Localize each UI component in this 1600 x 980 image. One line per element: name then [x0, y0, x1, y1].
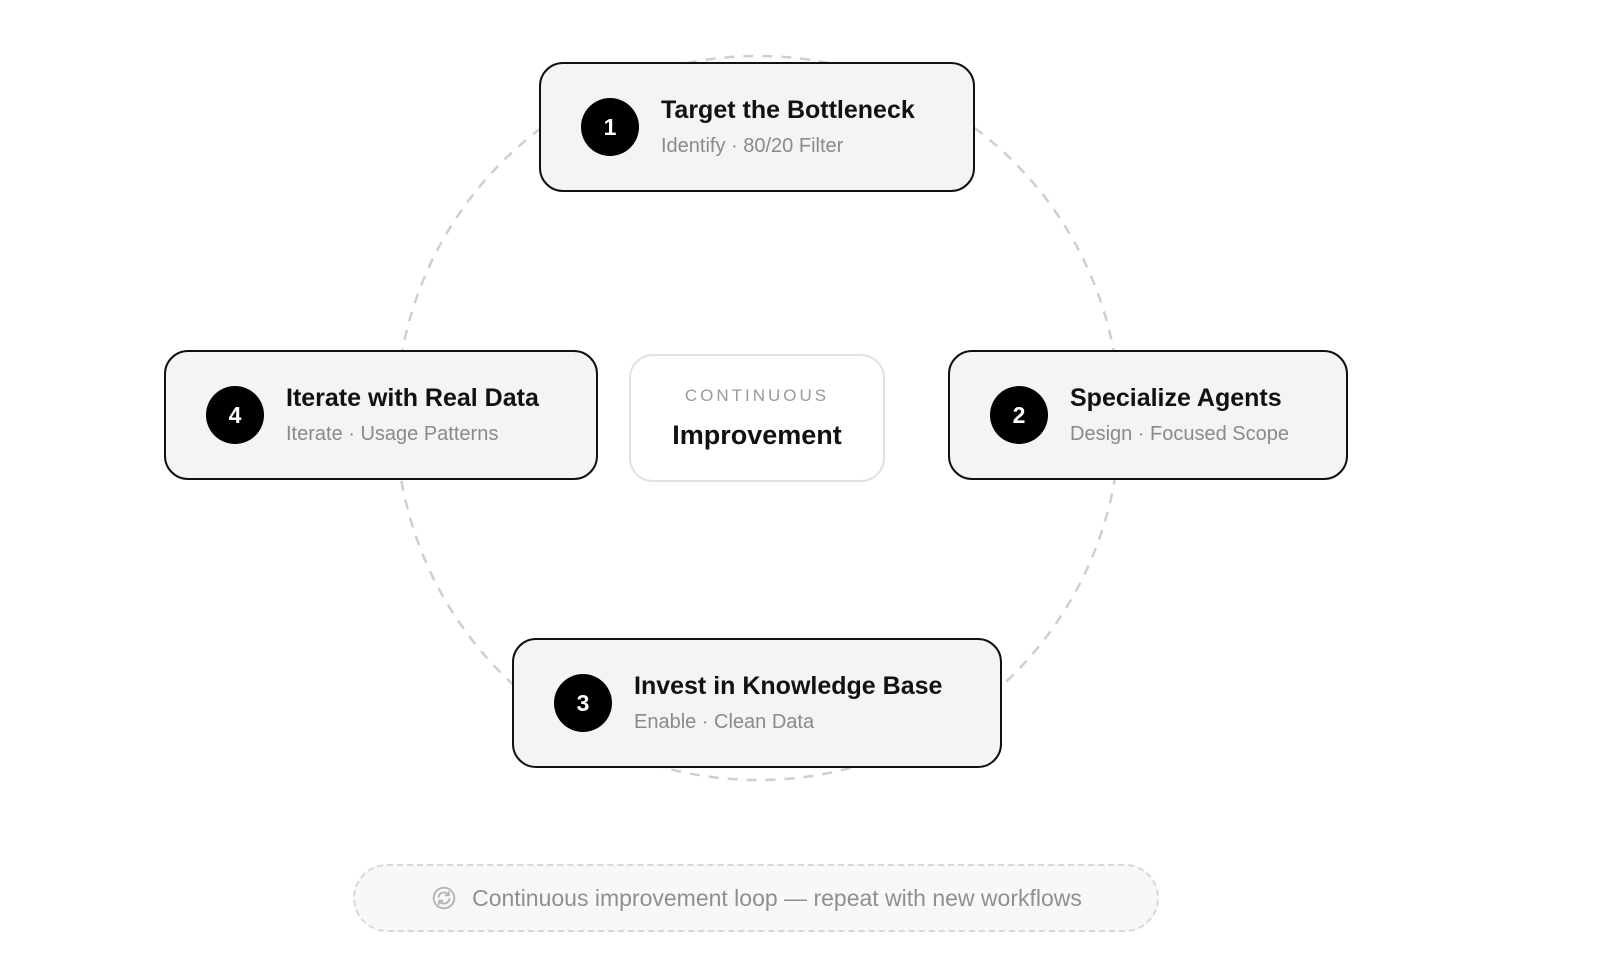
- step-number-badge: 2: [990, 386, 1048, 444]
- step-title: Iterate with Real Data: [286, 384, 539, 412]
- step-title: Target the Bottleneck: [661, 96, 915, 124]
- hub-kicker: CONTINUOUS: [684, 386, 830, 405]
- step-subtitle: Identify · 80/20 Filter: [661, 135, 844, 157]
- step-card-2: 2 Specialize Agents Design · Focused Sco…: [948, 350, 1348, 480]
- center-hub: CONTINUOUS Improvement: [629, 354, 885, 482]
- step-number-badge: 1: [581, 98, 639, 156]
- loop-note: Continuous improvement loop — repeat wit…: [353, 864, 1159, 932]
- refresh-icon: [430, 884, 458, 912]
- step-number-badge: 4: [206, 386, 264, 444]
- step-number-badge: 3: [554, 674, 612, 732]
- step-title: Specialize Agents: [1070, 384, 1282, 412]
- loop-note-text: Continuous improvement loop — repeat wit…: [472, 884, 1082, 911]
- step-subtitle: Iterate · Usage Patterns: [286, 423, 499, 445]
- step-card-4: 4 Iterate with Real Data Iterate · Usage…: [164, 350, 598, 480]
- step-card-1: 1 Target the Bottleneck Identify · 80/20…: [539, 62, 975, 192]
- hub-title: Improvement: [672, 420, 842, 450]
- step-title: Invest in Knowledge Base: [634, 672, 943, 700]
- step-card-3: 3 Invest in Knowledge Base Enable · Clea…: [512, 638, 1002, 768]
- step-subtitle: Design · Focused Scope: [1070, 423, 1290, 445]
- step-subtitle: Enable · Clean Data: [634, 711, 815, 733]
